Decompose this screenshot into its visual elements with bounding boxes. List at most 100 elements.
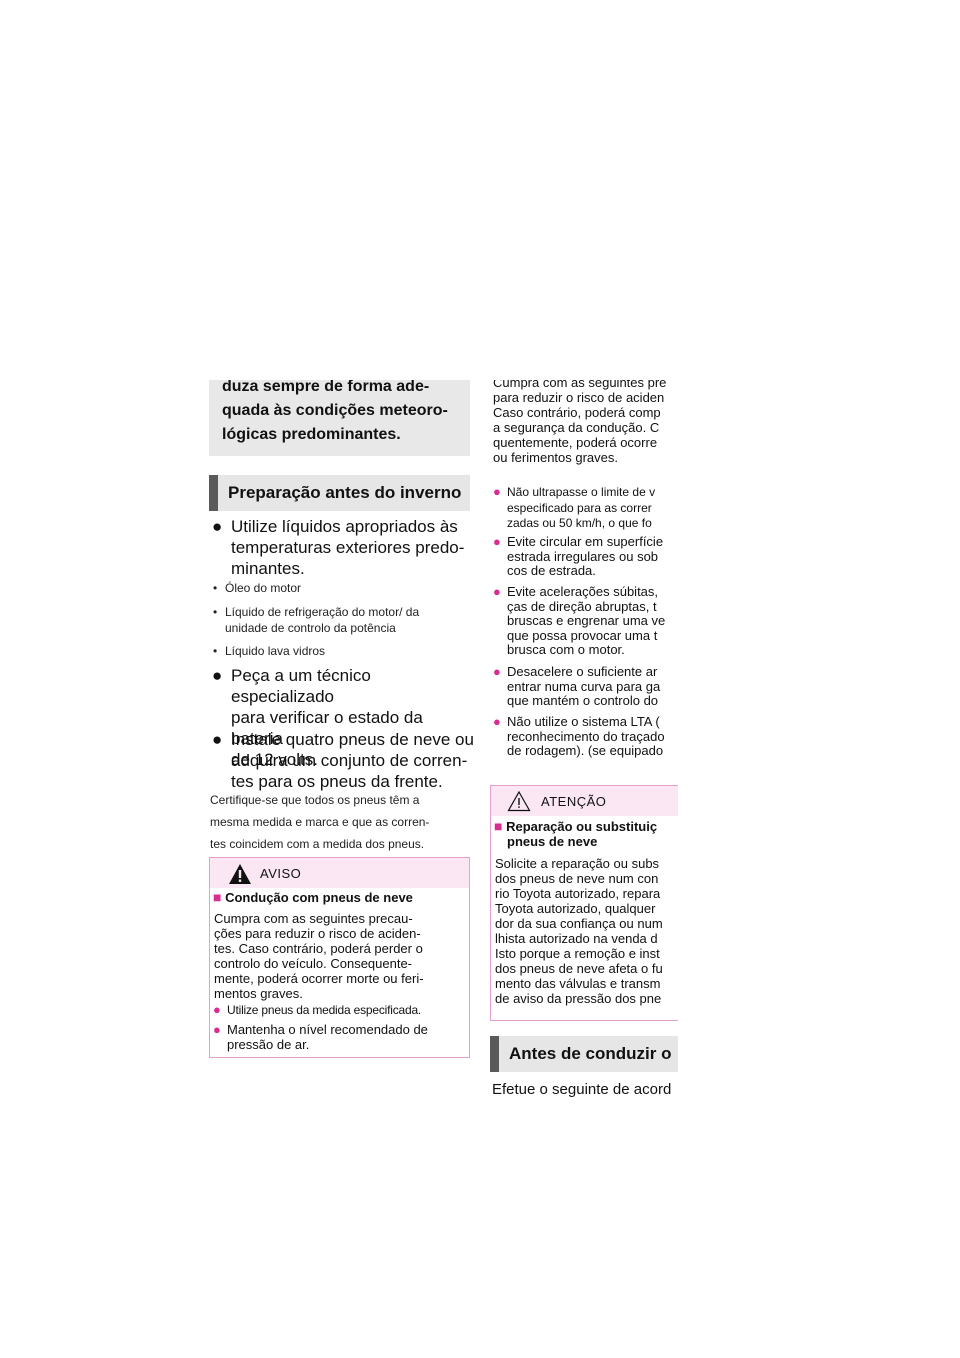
section-title-text: Antes de conduzir o — [509, 1044, 672, 1063]
aviso-para-line: tes. Caso contrário, poderá perder o — [214, 941, 423, 956]
sub-item-text: unidade de controlo da potência — [225, 621, 396, 635]
aviso-para-line: mente, poderá ocorrer morte ou feri- — [214, 971, 424, 986]
bullet-item: ● Peça a um técnico especializado para v… — [212, 665, 474, 770]
square-marker-icon: ■ — [494, 818, 503, 834]
bullet-dot-icon: ● — [212, 666, 223, 685]
right-item-line: entrar numa curva para ga — [507, 678, 661, 694]
circle-marker-icon: ● — [493, 534, 501, 549]
bullet-line: minantes. — [231, 559, 305, 578]
aviso-item: ● Mantenha o nível recomendado de pressã… — [213, 1022, 428, 1052]
aviso-heading-text: Condução com pneus de neve — [225, 890, 413, 905]
circle-marker-icon: ● — [493, 664, 501, 679]
right-intro-paragraph: Cumpra com as seguintes pre para reduzir… — [493, 380, 666, 465]
bullet-line: Peça a um técnico especializado — [231, 666, 371, 706]
aviso-heading: ■ Condução com pneus de neve — [213, 889, 413, 906]
bullet-dot-icon: ● — [212, 517, 223, 536]
note-line: mesma medida e marca e que as corren- — [210, 815, 430, 829]
circle-marker-icon: ● — [493, 714, 501, 729]
atencao-para-line: lhista autorizado na venda d — [495, 931, 658, 946]
right-item-line: cos de estrada. — [507, 563, 596, 578]
atencao-para-line: Solicite a reparação ou subs — [495, 856, 660, 871]
right-item-line: Não ultrapasse o limite de v — [507, 485, 656, 499]
right-item-line: reconhecimento do traçado — [507, 728, 665, 744]
note-text: Certifique-se que todos os pneus têm a m… — [210, 789, 472, 855]
right-intro-line: quentemente, poderá ocorre — [493, 435, 658, 450]
sub-item-text: Líquido lava vidros — [225, 644, 326, 658]
right-item-line: que possa provocar uma t — [507, 627, 658, 643]
atencao-box: ATENÇÃO ■ Reparação ou substituiç pneus … — [490, 785, 678, 1021]
right-item: ● Não ultrapasse o limite de v especific… — [493, 484, 656, 531]
aviso-item-line: Mantenha o nível recomendado de — [227, 1022, 428, 1037]
aviso-para-line: Cumpra com as seguintes precau- — [214, 911, 413, 926]
circle-marker-icon: ● — [493, 584, 501, 599]
aviso-paragraph: Cumpra com as seguintes precau- ções par… — [214, 911, 424, 1001]
atencao-para-line: de aviso da pressão dos pne — [495, 991, 662, 1006]
bullet-line: temperaturas exteriores predo- — [231, 538, 465, 557]
right-item-line: que mantém o controlo do — [507, 693, 659, 708]
right-item-line: bruscas e engrenar uma ve — [507, 613, 666, 628]
footer-line: Efetue o seguinte de acord — [492, 1081, 672, 1098]
right-intro-line: ou ferimentos graves. — [493, 450, 619, 465]
intro-line: lógicas predominantes. — [222, 426, 401, 443]
right-intro-line: Caso contrário, poderá comp — [493, 405, 661, 420]
bullet-line: Instale quatro pneus de neve ou — [231, 730, 474, 749]
bullet-dot-icon: • — [213, 581, 218, 595]
sub-item: • Óleo do motor — [210, 580, 485, 596]
sub-item-text: Líquido de refrigeração do motor/ da — [225, 605, 420, 619]
atencao-para-line: dos pneus de neve num con — [495, 871, 659, 886]
atencao-heading-text: Reparação ou substituiç — [506, 819, 658, 834]
bullet-line: adquira um conjunto de corren- — [231, 751, 468, 770]
bullet-line: Utilize líquidos apropriados às — [231, 517, 458, 536]
aviso-para-line: controlo do veículo. Consequente- — [214, 956, 413, 971]
atencao-heading-text: pneus de neve — [507, 834, 598, 849]
circle-marker-icon: ● — [213, 1022, 221, 1037]
right-item-line: Evite acelerações súbitas, — [507, 584, 659, 599]
sub-item: • Líquido lava vidros — [210, 643, 485, 659]
aviso-item-line: Utilize pneus da medida especificada. — [227, 1003, 422, 1017]
right-item: ● Desacelere o suficiente ar entrar numa… — [493, 664, 661, 709]
warning-triangle-icon — [507, 790, 531, 812]
atencao-paragraph: Solicite a reparação ou subs dos pneus d… — [495, 856, 663, 1006]
intro-text: duza sempre de forma ade- quada às condi… — [222, 380, 467, 447]
sub-item-text: Óleo do motor — [225, 581, 302, 595]
aviso-title: AVISO — [260, 866, 302, 881]
right-item-line: Evite circular em superfície — [507, 534, 664, 549]
atencao-para-line: dos pneus de neve afeta o fu — [495, 961, 663, 976]
atencao-para-line: rio Toyota autorizado, repara — [495, 886, 661, 901]
aviso-item-line: pressão de ar. — [227, 1036, 310, 1052]
right-intro-line: Cumpra com as seguintes pre — [493, 380, 667, 390]
note-line: Certifique-se que todos os pneus têm a — [210, 793, 420, 807]
right-item-line: estrada irregulares ou sob — [507, 548, 659, 564]
right-item-line: zadas ou 50 km/h, o que fo — [507, 516, 652, 530]
intro-line: duza sempre de forma ade- — [222, 380, 430, 395]
aviso-para-line: ções para reduzir o risco de aciden- — [214, 926, 421, 941]
right-intro-line: a segurança da condução. C — [493, 420, 660, 435]
right-item-line: de rodagem). (se equipado — [507, 743, 664, 758]
bullet-item: ● Utilize líquidos apropriados às temper… — [212, 516, 474, 579]
right-item: ● Evite acelerações súbitas, ças de dire… — [493, 584, 666, 658]
right-item-line: Não utilize o sistema LTA ( — [507, 714, 660, 729]
atencao-para-line: Isto porque a remoção e inst — [495, 946, 660, 961]
aviso-box: AVISO ■ Condução com pneus de neve Cumpr… — [209, 857, 470, 1058]
aviso-para-line: mentos graves. — [214, 986, 303, 1001]
atencao-title: ATENÇÃO — [541, 794, 607, 809]
section-title-before-driving: Antes de conduzir o — [490, 1036, 678, 1072]
atencao-para-line: dor da sua confiança ou num — [495, 916, 663, 931]
circle-marker-icon: ● — [493, 484, 501, 499]
bullet-dot-icon: • — [213, 644, 218, 658]
square-marker-icon: ■ — [213, 889, 222, 905]
right-item-line: especificado para as correr — [507, 500, 652, 515]
right-intro-line: para reduzir o risco de aciden — [493, 390, 665, 405]
section-title-text: Preparação antes do inverno — [228, 483, 462, 502]
right-column: Cumpra com as seguintes pre para reduzir… — [490, 380, 678, 1100]
section-title-winter-prep: Preparação antes do inverno — [209, 475, 470, 511]
atencao-header: ATENÇÃO — [491, 786, 678, 816]
intro-box: duza sempre de forma ade- quada às condi… — [209, 380, 470, 456]
warning-triangle-icon — [229, 864, 251, 884]
atencao-para-line: mento das válvulas e transm — [495, 976, 661, 991]
bullet-line: para verificar o estado da bateria — [231, 708, 423, 748]
right-item-line: Desacelere o suficiente ar — [507, 664, 658, 679]
intro-line: quada às condições meteoro- — [222, 402, 448, 419]
aviso-header: AVISO — [210, 858, 469, 888]
sub-item: • Líquido de refrigeração do motor/ da u… — [210, 604, 485, 636]
